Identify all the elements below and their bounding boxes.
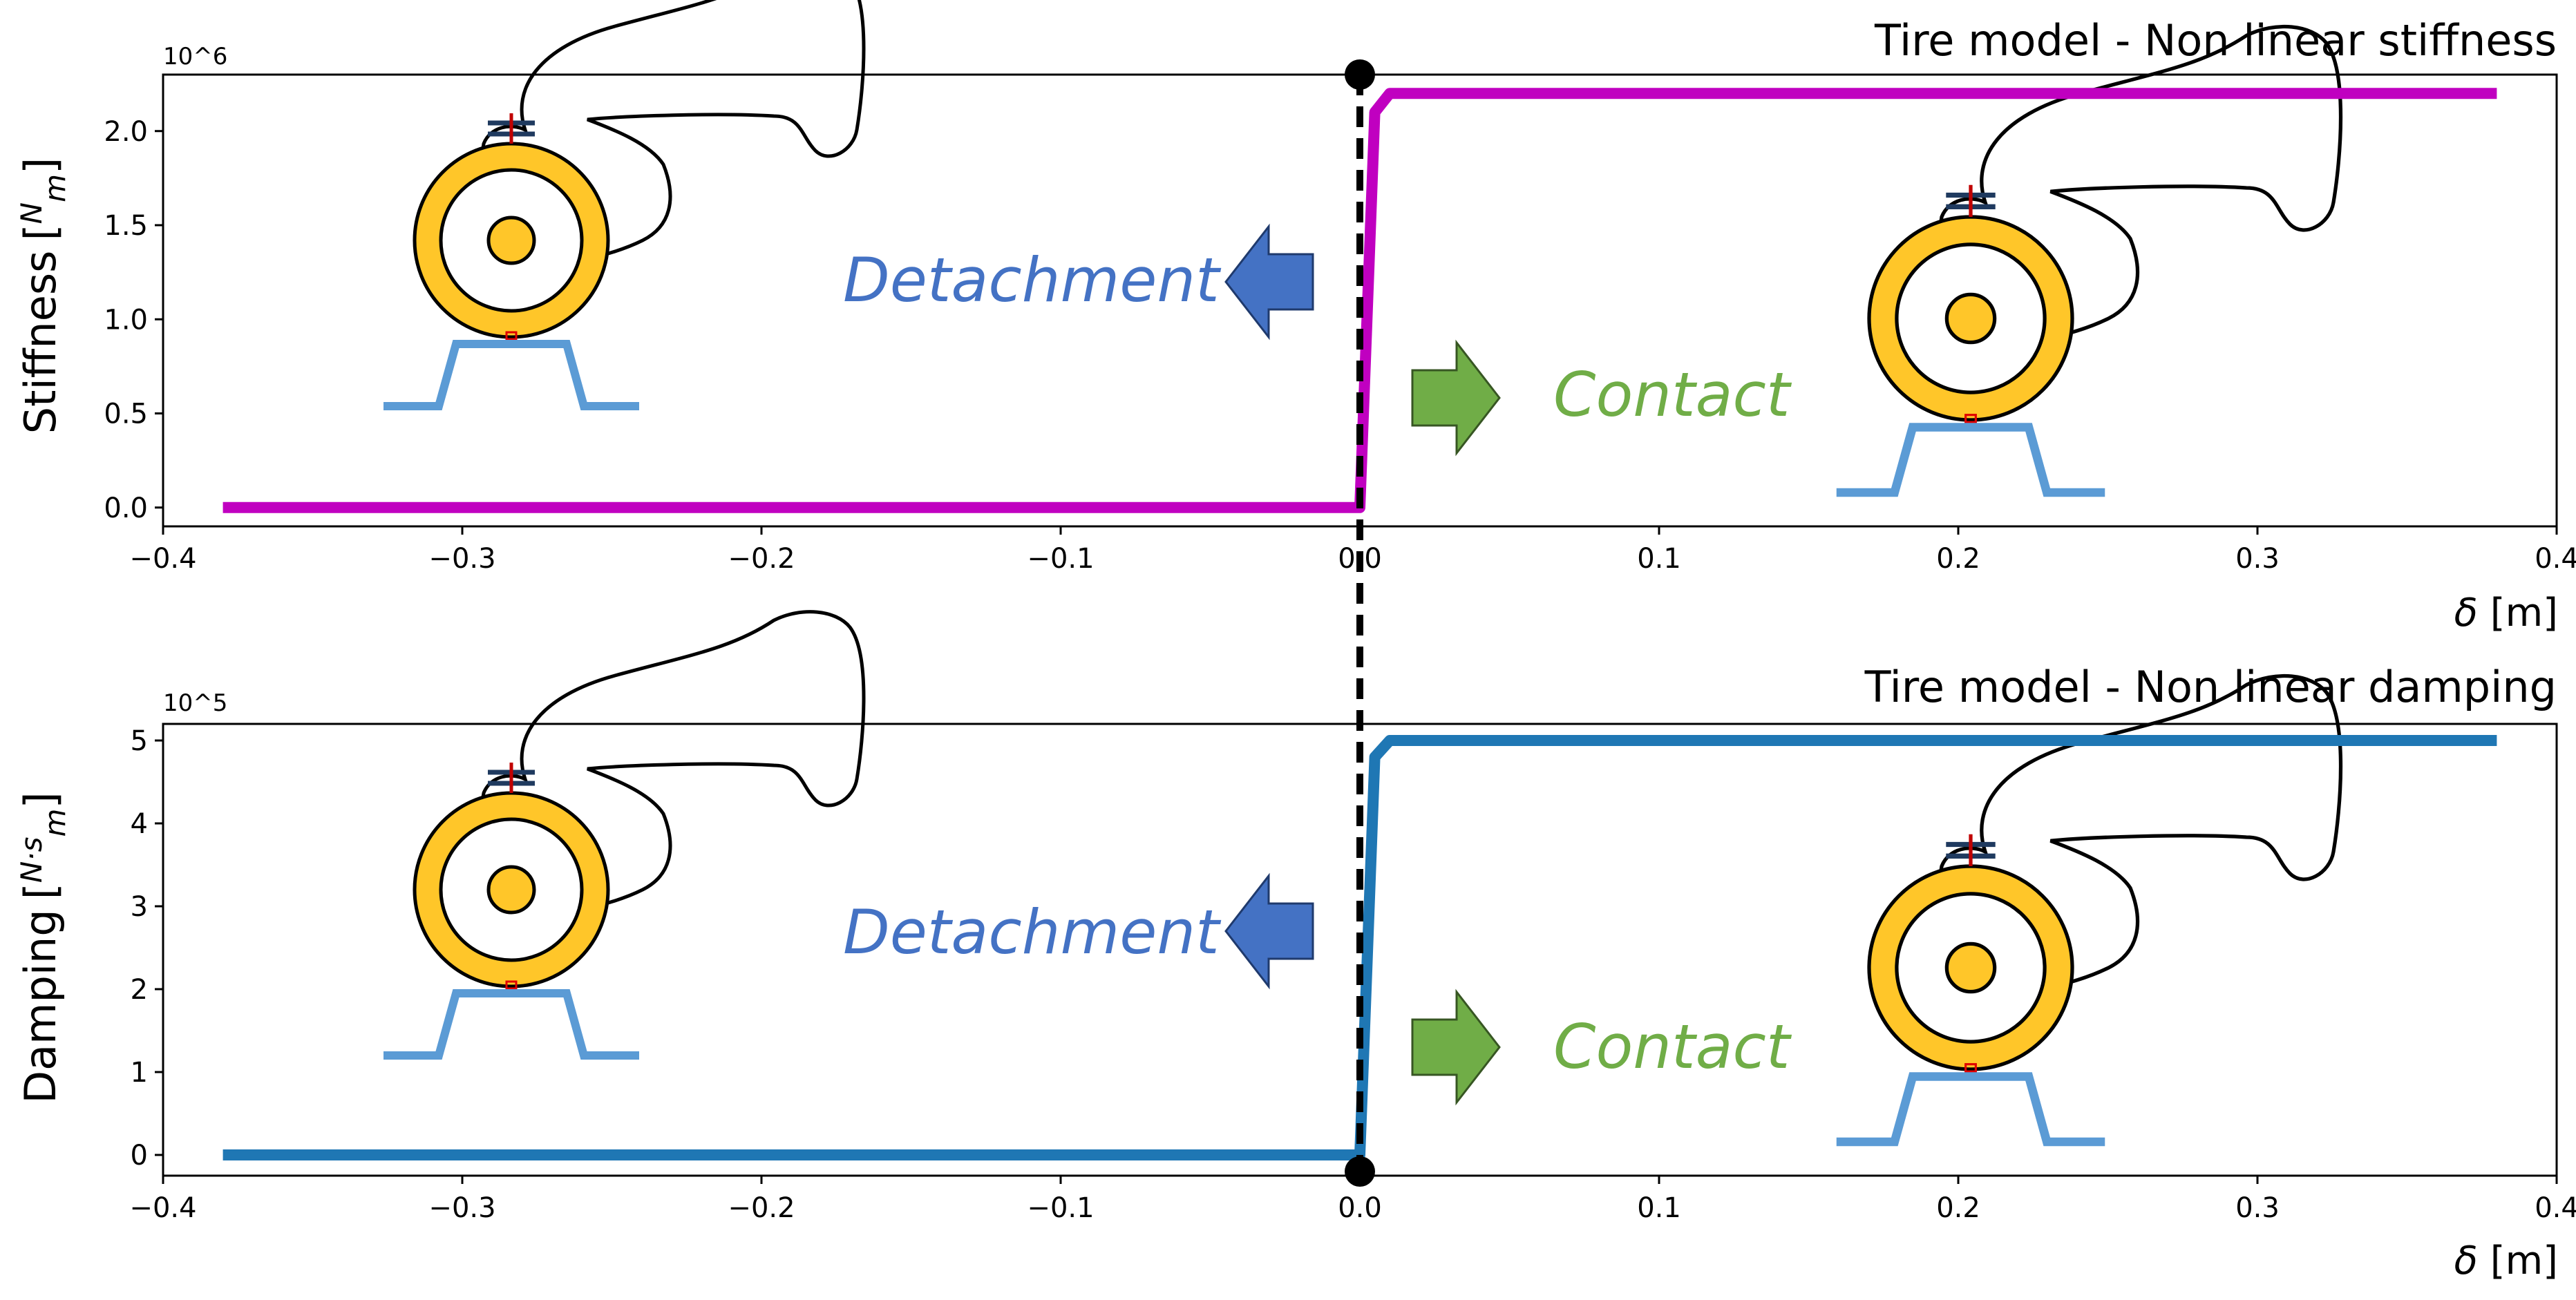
y-tick-label: 3: [131, 891, 148, 923]
series-line: [222, 88, 2497, 513]
y-tick-label: 0: [131, 1140, 148, 1172]
x-tick-label: 0.0: [1338, 1192, 1382, 1224]
annotation-contact: Contact: [1553, 1011, 1792, 1082]
x-axis-symbol: δ: [2454, 1239, 2478, 1283]
x-axis-label: δ [m]: [2454, 591, 2558, 635]
y-tick-label: 5: [131, 725, 148, 757]
y-axis-label-text: Stiffness: [15, 251, 66, 434]
y-unit-den: m: [38, 174, 72, 202]
x-tick-label: 0.4: [2535, 543, 2576, 575]
stiffness-panel: Tire model - Non linear stiffness 10^6 −…: [15, 0, 2576, 635]
annotation-detachment: Detachment: [843, 897, 1222, 968]
x-tick-label: 0.2: [1936, 543, 1980, 575]
x-tick-label: −0.2: [728, 1192, 795, 1224]
chart-title: Tire model - Non linear stiffness: [1874, 15, 2557, 66]
y-axis-label: Damping[N·sm]: [15, 792, 72, 1103]
x-tick-label: −0.3: [428, 1192, 495, 1224]
scale-note: 10^6: [163, 43, 227, 70]
x-tick-label: −0.1: [1027, 1192, 1094, 1224]
wheel-leg-icon: [383, 612, 864, 1055]
threshold-overlay: [1345, 59, 1375, 1187]
x-tick-label: −0.2: [728, 543, 795, 575]
damping-panel: Tire model - Non linear damping 10^5 −0.…: [15, 612, 2576, 1283]
x-tick-label: 0.3: [2235, 1192, 2280, 1224]
x-tick-label: 0.1: [1637, 1192, 1681, 1224]
threshold-marker: [1345, 1156, 1375, 1187]
scale-note: 10^5: [163, 689, 227, 717]
contact-arrow-icon: [1411, 991, 1501, 1104]
x-axis-label: δ [m]: [2454, 1239, 2558, 1283]
y-unit-num: N·s: [15, 837, 48, 883]
y-axis-label-text: Damping: [15, 909, 66, 1103]
y-tick-label: 0.0: [104, 493, 148, 524]
y-tick-label: 1.5: [104, 210, 148, 242]
y-unit-num: N: [15, 202, 48, 224]
contact-arrow-icon: [1411, 341, 1501, 455]
series-group: [222, 88, 2497, 513]
x-tick-label: −0.4: [129, 1192, 196, 1224]
x-axis-symbol: δ: [2454, 591, 2478, 635]
y-tick-label: 1: [131, 1057, 148, 1089]
x-tick-label: −0.4: [129, 543, 196, 575]
tick-group: −0.4 −0.3 −0.2 −0.1 0.0 0.1 0.2 0.3 0.4 0 1 2 3 4 5: [129, 725, 2576, 1224]
x-tick-label: −0.3: [428, 543, 495, 575]
x-tick-label: 0.4: [2535, 1192, 2576, 1224]
series-group: [222, 735, 2497, 1160]
x-axis-unit: [m]: [2490, 591, 2558, 635]
threshold-marker: [1345, 59, 1375, 90]
tick-group: −0.4−0.3−0.2−0.10.00.10.20.30.40.00.51.0…: [104, 116, 2576, 575]
annotation-detachment: Detachment: [843, 245, 1222, 316]
x-tick-label: 0.3: [2235, 543, 2280, 575]
y-tick-label: 2: [131, 974, 148, 1006]
series-line: [222, 735, 2497, 1160]
y-tick-label: 0.5: [104, 399, 148, 430]
x-tick-label: −0.1: [1027, 543, 1094, 575]
x-axis-unit: [m]: [2490, 1239, 2558, 1283]
y-tick-label: 2.0: [104, 116, 148, 148]
wheel-leg-icon: [383, 0, 864, 406]
detachment-arrow-icon: [1224, 225, 1314, 338]
y-tick-label: 1.0: [104, 304, 148, 336]
y-tick-label: 4: [131, 808, 148, 840]
x-tick-label: 0.2: [1936, 1192, 1980, 1224]
x-tick-label: 0.1: [1637, 543, 1681, 575]
y-axis-label: Stiffness[Nm]: [15, 157, 72, 434]
y-unit-den: m: [38, 809, 72, 837]
annotation-contact: Contact: [1553, 359, 1792, 430]
detachment-arrow-icon: [1224, 874, 1314, 988]
